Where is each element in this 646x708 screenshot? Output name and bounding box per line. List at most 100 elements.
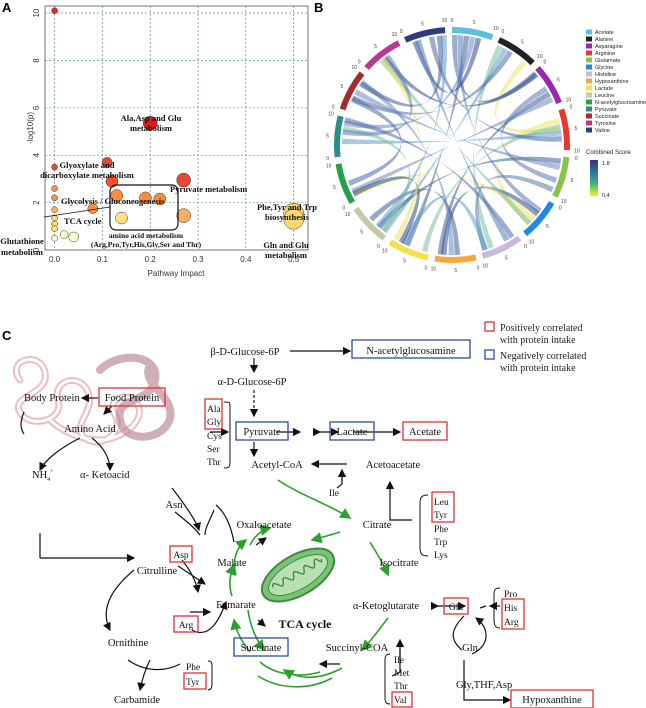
sector-tick-label: 10 (351, 65, 357, 71)
sector-tick-label: 0 (377, 244, 380, 250)
x-tick-label: 0.0 (49, 255, 61, 264)
tyr: Tyr (186, 678, 200, 688)
pyruvate: Pyruvate (243, 427, 281, 438)
hypoxanthine-box (510, 689, 594, 708)
colorbar (590, 160, 598, 196)
pathway-point (51, 163, 58, 171)
sector-tick-label: 10 (537, 54, 543, 60)
asp-box (169, 545, 193, 563)
chord-ribbon (401, 195, 489, 251)
sector-tick-label: 10 (493, 26, 499, 32)
alpha-d-glucose-6p: α-D-Glucose-6P (217, 377, 286, 388)
beta-d-glucose-6p: β-D-Glucose-6P (211, 347, 280, 358)
alpha-ketoglutarate: α-Ketoglutarate (353, 601, 419, 612)
alpha-ketoacid: α- Ketoacid (80, 470, 130, 481)
chord-sector (335, 163, 356, 204)
sector-tick-label: 10 (482, 263, 488, 269)
pathway-point (51, 206, 58, 213)
y-axis-label: -log10(p) (26, 112, 35, 144)
lys: Lys (434, 551, 448, 561)
sector-tick-label: 5 (403, 259, 406, 265)
pathway-point (51, 7, 58, 14)
metabolite-labels: β-D-Glucose-6P N-acetylglucosamine α-D-G… (24, 339, 594, 708)
thr: Thr (207, 458, 222, 468)
his: His (504, 604, 518, 614)
sector-tick-label: 5 (557, 77, 560, 83)
chord-ribbon (351, 96, 554, 195)
legend-entry: Tyrosine (595, 121, 616, 127)
annotation-glutathione-2: metabolism (1, 247, 43, 257)
legend-swatch (586, 85, 592, 91)
chord-sector (339, 71, 365, 111)
chord-sector (523, 201, 555, 237)
pathway-point (51, 225, 58, 232)
gly: Gly (207, 418, 222, 428)
food-protein-box (98, 387, 166, 407)
sector-tick-label: 10 (529, 240, 535, 246)
annotation-phe-tyr-trp-2: biosynthesis (265, 212, 310, 222)
sector-tick-label: 0 (332, 104, 335, 110)
met: Met (394, 669, 410, 679)
food-protein: Food Protein (105, 393, 160, 404)
legend-entry: Lactate (595, 86, 613, 92)
pathway-point (101, 157, 113, 168)
acetate: Acetate (409, 427, 441, 438)
x-tick-label: 0.3 (192, 255, 204, 264)
acetyl-coa: Acetyl-CoA (251, 460, 303, 471)
y-tick-label: 10 (32, 8, 41, 17)
arg: Arg (179, 621, 194, 631)
legend-swatch (586, 92, 592, 98)
legend-swatch (586, 113, 592, 119)
legend-entry: Glutamate (595, 58, 620, 64)
gln: Gln (462, 643, 479, 654)
ornithine: Ornithine (108, 638, 149, 649)
legend-swatch (586, 64, 592, 70)
legend-swatch (586, 127, 592, 133)
sector-tick-label: 5 (521, 40, 524, 46)
sector-tick-label: 5 (571, 178, 574, 184)
y-tick-label: 6 (32, 105, 41, 110)
sector-tick-label: 0 (575, 156, 578, 162)
panel-a-label: A (2, 0, 12, 15)
phe: Phe (186, 663, 200, 673)
arg-box (173, 615, 199, 633)
legend-swatch (586, 106, 592, 112)
sector-tick-label: 5 (421, 22, 424, 28)
ser: Ser (207, 445, 221, 455)
chord-ribbon (404, 35, 470, 247)
annotation-glutathione: Glutathione (0, 236, 44, 246)
his-arg-box (501, 598, 525, 630)
legend-entry: Acetate (595, 30, 614, 36)
legend-swatch (586, 71, 592, 77)
val: Val (394, 696, 407, 706)
legend-entry: Alanine (595, 37, 613, 43)
sector-tick-label: 5 (326, 134, 329, 140)
sector-tick-label: 0 (544, 59, 547, 65)
chord-ribbon (382, 56, 539, 107)
sector-tick-label: 0 (501, 29, 504, 35)
chord-ribbon (412, 37, 482, 93)
pathway-point (153, 192, 167, 206)
legend-entry: Hypoxanthine (595, 79, 629, 85)
n-acetylglucosamine-box (351, 339, 471, 359)
legend-swatch (586, 120, 592, 126)
ala-gly-box (204, 398, 223, 430)
legend-entry: Arginine (595, 51, 615, 57)
sector-tick-label: 10 (345, 212, 351, 218)
sector-tick-label: 5 (473, 20, 476, 26)
pathway-point (176, 208, 191, 223)
asp: Asp (173, 551, 189, 561)
annotation-tca: TCA cycle (64, 216, 102, 226)
succinate-box (233, 637, 289, 657)
chord-sector (497, 37, 535, 66)
citrate: Citrate (363, 520, 392, 531)
protein-coil-illustration (12, 353, 175, 446)
pathway-point (283, 208, 304, 230)
annotation-amino-acid-2: (Arg,Pro,Tyr,His,Gly,Ser and Thr) (91, 240, 202, 249)
annotation-gln-glu: Gln and Glu (263, 240, 309, 250)
carbamide: Carbamide (114, 695, 160, 706)
y-tick-label: 2 (32, 200, 41, 205)
fumarate: Fumarate (216, 600, 256, 611)
legend-swatch (586, 29, 592, 35)
nh4: NH4+ (32, 469, 54, 483)
